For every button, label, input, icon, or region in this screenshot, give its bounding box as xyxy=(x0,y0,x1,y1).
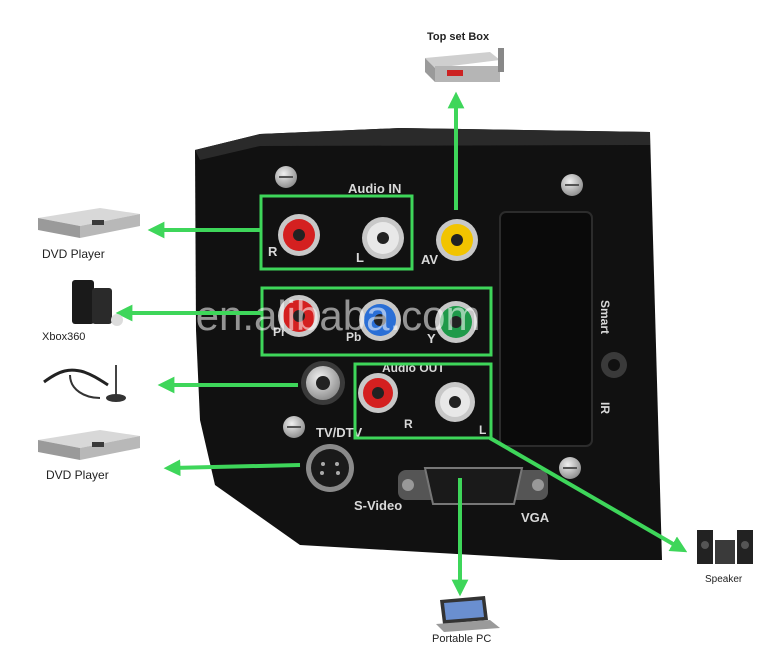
audio-in-l-label: L xyxy=(356,250,364,265)
card-slot xyxy=(499,211,593,447)
dvd-player-icon xyxy=(38,208,140,238)
screw-icon xyxy=(283,416,305,438)
s-video-port xyxy=(306,444,354,492)
av-jack xyxy=(436,219,478,261)
vga-label: VGA xyxy=(521,510,550,525)
xbox360-icon xyxy=(72,280,123,326)
tv-dtv-jack xyxy=(301,361,345,405)
audio-out-l-label: L xyxy=(479,423,486,437)
portable-pc-label: Portable PC xyxy=(432,633,491,645)
pr-label: Pr xyxy=(273,325,286,339)
xbox360-label: Xbox360 xyxy=(42,331,85,343)
speaker-label: Speaker xyxy=(705,574,743,585)
antenna-icon xyxy=(43,365,126,402)
screw-icon xyxy=(275,166,297,188)
pr-jack xyxy=(278,295,320,337)
audio-in-group-box xyxy=(259,194,414,271)
arrow-to-speaker xyxy=(488,436,688,553)
dvd-player-2-label: DVD Player xyxy=(46,468,109,482)
y-jack xyxy=(435,301,477,343)
component-group-box xyxy=(260,286,493,357)
av-label: AV xyxy=(421,252,438,267)
top-set-box-icon xyxy=(425,48,504,82)
audio-in-r-jack xyxy=(278,214,320,256)
audio-out-r-label: R xyxy=(404,417,413,431)
audio-out-group-box xyxy=(353,362,493,440)
dvd-player-icon xyxy=(38,430,140,460)
smart-label: Smart xyxy=(598,300,612,334)
audio-in-r-label: R xyxy=(268,244,278,259)
audio-out-l-jack xyxy=(435,382,475,422)
ir-jack xyxy=(601,352,627,378)
screw-icon xyxy=(561,174,583,196)
pb-jack xyxy=(359,299,401,341)
pb-label: Pb xyxy=(346,330,361,344)
y-label: Y xyxy=(427,331,436,346)
laptop-icon xyxy=(436,596,500,632)
s-video-label: S-Video xyxy=(354,498,402,513)
ir-label: IR xyxy=(598,402,612,414)
dvd-player-1-label: DVD Player xyxy=(42,247,105,261)
tv-dtv-label: TV/DTV xyxy=(316,425,363,440)
speaker-icon xyxy=(697,530,753,564)
screw-icon xyxy=(559,457,581,479)
audio-in-l-jack xyxy=(362,217,404,259)
arrow-to-dvd-player-2 xyxy=(163,459,301,477)
watermark: oley.en.alibaba.com xyxy=(110,292,480,339)
audio-out-r-jack xyxy=(358,373,398,413)
top-set-box-label: Top set Box xyxy=(427,31,490,43)
vga-port xyxy=(398,467,548,505)
audio-in-label: Audio IN xyxy=(348,181,401,196)
